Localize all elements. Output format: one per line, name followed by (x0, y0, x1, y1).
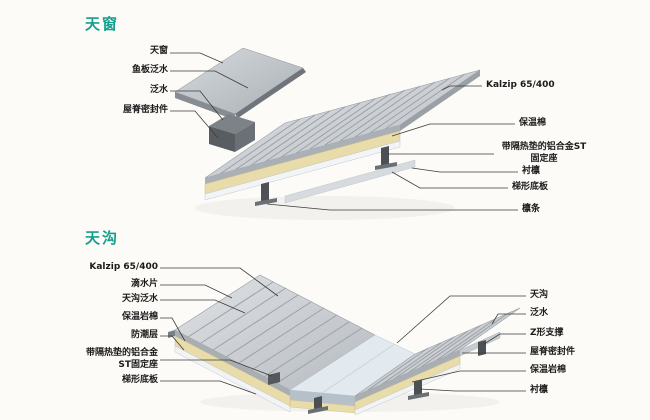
diagram-label: 衬檩 (522, 166, 541, 176)
ribbed-roof-panel (204, 69, 481, 184)
diagram-label: 带隔热垫的铝合金ST固定座 (501, 142, 587, 164)
diagram-label: 保温棉 (519, 118, 547, 128)
diagram-label: 衬檩 (530, 385, 549, 395)
diagram-label: 鱼板泛水 (131, 65, 168, 75)
support-feet (308, 380, 429, 414)
diagram-label: 滴水片 (130, 279, 158, 289)
diagram-label: 带隔热垫的铝合金ST固定座 (85, 348, 158, 370)
skylight-panel (174, 47, 306, 120)
diagram-label: Kalzip 65/400 (486, 80, 555, 90)
diagram-label: 檩条 (522, 204, 541, 214)
diagram-label: 天沟 (530, 290, 549, 300)
right-roof-panel (354, 307, 521, 402)
diagram-label: 屋脊密封件 (530, 347, 576, 357)
diagram-label: 泛水 (149, 85, 168, 95)
diagram-label: 梯形底板 (121, 375, 158, 385)
diagram-label: 天窗 (149, 46, 168, 56)
section-title-gutter: 天沟 (85, 229, 120, 247)
diagram-label: 屋脊密封件 (122, 105, 168, 115)
diagram-label: 泛水 (530, 308, 549, 318)
diagram-label: 保温岩棉 (530, 365, 567, 375)
deck-layer (204, 140, 416, 204)
diagram-label: Kalzip 65/400 (89, 262, 158, 272)
leader-lines-skylight (170, 52, 518, 211)
support-feet (255, 146, 397, 206)
diagram-label: 保温岩棉 (121, 312, 158, 322)
skylight-diagram (174, 47, 481, 220)
section-title-skylight: 天窗 (85, 15, 120, 33)
diagram-label: Z形支撑 (530, 328, 564, 338)
diagram-label: 防潮层 (130, 330, 158, 340)
left-roof-panel (168, 274, 376, 396)
leader-lines-gutter (160, 267, 526, 395)
ridge-curb (209, 114, 263, 174)
diagram-label: 梯形底板 (512, 182, 549, 192)
diagram-label: 天沟泛水 (121, 294, 158, 304)
